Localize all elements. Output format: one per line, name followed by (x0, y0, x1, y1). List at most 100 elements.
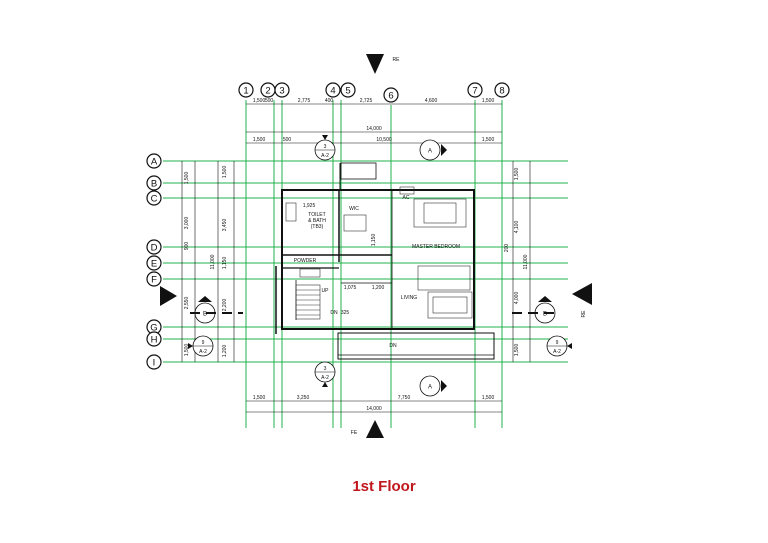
grid-bubble-H (146, 331, 162, 347)
dim-left-total: 11,000 (210, 254, 216, 269)
room-toilet-line2: & BATH (308, 218, 326, 224)
marker-a-top-arrow (441, 144, 447, 156)
grid-bubble-7 (467, 82, 483, 98)
marker-b-left-arrow (198, 296, 212, 302)
drawing-title: 1st Floor (352, 478, 416, 495)
arrow-bottom (366, 420, 384, 438)
grid-bubble-C (146, 190, 162, 206)
grid-bubble-1-label: 1 (243, 86, 248, 97)
marker-a-bottom-label: A (428, 385, 432, 391)
label-ac: AC (403, 195, 410, 201)
grid-bubble-I (146, 354, 162, 370)
grid-bubble-2-label: 2 (265, 86, 270, 97)
grid-bubble-E-label: E (151, 259, 157, 270)
grid-bubble-4-label: 4 (330, 86, 335, 97)
dim-bottom-3: 1,500 (482, 395, 495, 401)
grid-bubble-5 (340, 82, 356, 98)
arrow-top-label: RE (393, 57, 401, 63)
walls (275, 162, 495, 360)
dim-toilet: 1,925 (303, 203, 316, 209)
marker-a-bottom (419, 375, 441, 397)
dim-right-outer-2: 4,000 (514, 292, 520, 305)
grid-bubble-4 (325, 82, 341, 98)
dim-left-outer-1: 3,000 (184, 217, 190, 230)
grid-bubble-D (146, 239, 162, 255)
marker-b-right-label: B (543, 312, 547, 318)
section-bottom-sheet: A-2 (321, 375, 329, 381)
section-left-sheet: A-2 (199, 349, 207, 355)
grid-bubble-E (146, 255, 162, 271)
grid-bubble-C-label: C (151, 194, 158, 205)
dim-top-mid-2: 10,500 (376, 137, 392, 143)
section-right-arrow (567, 343, 572, 349)
dim-1075: 1,075 (344, 285, 357, 291)
dim-bottom-0: 1,500 (253, 395, 266, 401)
grid-bubble-B (146, 175, 162, 191)
dim-bottom-2: 7,750 (398, 395, 411, 401)
dim-1200: 1,200 (372, 285, 385, 291)
dim-top-3: 400 (325, 98, 334, 104)
label-dn-2: DN (389, 343, 397, 349)
grid-bubble-3 (274, 82, 290, 98)
label-dn-1: DN (330, 310, 338, 316)
room-master-bedroom: MASTER BEDROOM (412, 244, 460, 250)
grid-bubble-B-label: B (151, 179, 157, 190)
dim-left-mid-1: 3,450 (222, 219, 228, 232)
dim-1150: 1,150 (371, 234, 377, 247)
section-left-arrow (188, 343, 193, 349)
section-right-num: 9 (556, 340, 559, 346)
grid-bubble-6-label: 6 (388, 91, 393, 102)
dim-top-mid-3: 1,500 (482, 137, 495, 143)
dim-right-outer-1: 4,100 (514, 221, 520, 234)
arrow-left (160, 286, 177, 306)
dim-left-outer-0: 1,500 (184, 172, 190, 185)
section-bottom-num: 3 (324, 366, 327, 372)
arrow-bottom-label: FE (351, 430, 358, 436)
marker-b-left-label: B (203, 312, 207, 318)
north-arrow-top (366, 54, 384, 74)
grid-bubble-8-label: 8 (499, 86, 504, 97)
grid-bubble-G-label: G (150, 323, 157, 334)
dim-left-outer-2: 900 (184, 242, 190, 251)
room-toilet-line1: TOILET (308, 212, 325, 218)
section-left-num: 9 (202, 340, 205, 346)
grid-bubble-1 (238, 82, 254, 98)
dim-right-outer-3: 1,500 (514, 344, 520, 357)
dim-top-1: 500 (265, 98, 274, 104)
dim-top-mid-1: 500 (283, 137, 292, 143)
grid-bubble-F-label: F (151, 275, 157, 286)
arrow-right (572, 283, 592, 305)
dim-325: 325 (341, 310, 350, 316)
dim-left-mid-4: 1,200 (222, 345, 228, 358)
room-living: LIVING (401, 295, 418, 301)
dim-top-total: 14,000 (366, 126, 382, 132)
grid-bubble-D-label: D (151, 243, 158, 254)
room-toilet-line3: (TB3) (311, 224, 324, 230)
section-top-arrow (322, 135, 328, 140)
grid-bubble-7-label: 7 (472, 86, 477, 97)
arrow-right-label: RE (581, 310, 587, 318)
dim-right-total: 11,000 (523, 254, 529, 269)
grid-bubble-I-label: I (153, 358, 156, 369)
dim-top-5: 4,600 (425, 98, 438, 104)
dim-left-mid-3: 2,200 (222, 299, 228, 312)
grid-bubble-A-label: A (151, 157, 158, 168)
marker-a-bottom-arrow (441, 380, 447, 392)
section-right-sheet: A-2 (553, 349, 561, 355)
dim-left-mid-0: 1,500 (222, 166, 228, 179)
marker-a-top (419, 139, 441, 161)
grid-bubble-A (146, 153, 162, 169)
dim-right-outer-0: 1,500 (514, 168, 520, 181)
dim-left-outer-3: 2,550 (184, 297, 190, 310)
section-top-num: 3 (324, 144, 327, 150)
grid-bubble-F (146, 271, 162, 287)
grid-bubble-3-label: 3 (279, 86, 284, 97)
marker-b-right-arrow (538, 296, 552, 302)
dim-top-2: 2,775 (298, 98, 311, 104)
furniture (285, 186, 473, 320)
dim-left-mid-2: 1,150 (222, 257, 228, 270)
section-bottom-arrow (322, 382, 328, 387)
room-wic: WIC (349, 206, 359, 212)
grid-bubble-5-label: 5 (345, 86, 350, 97)
